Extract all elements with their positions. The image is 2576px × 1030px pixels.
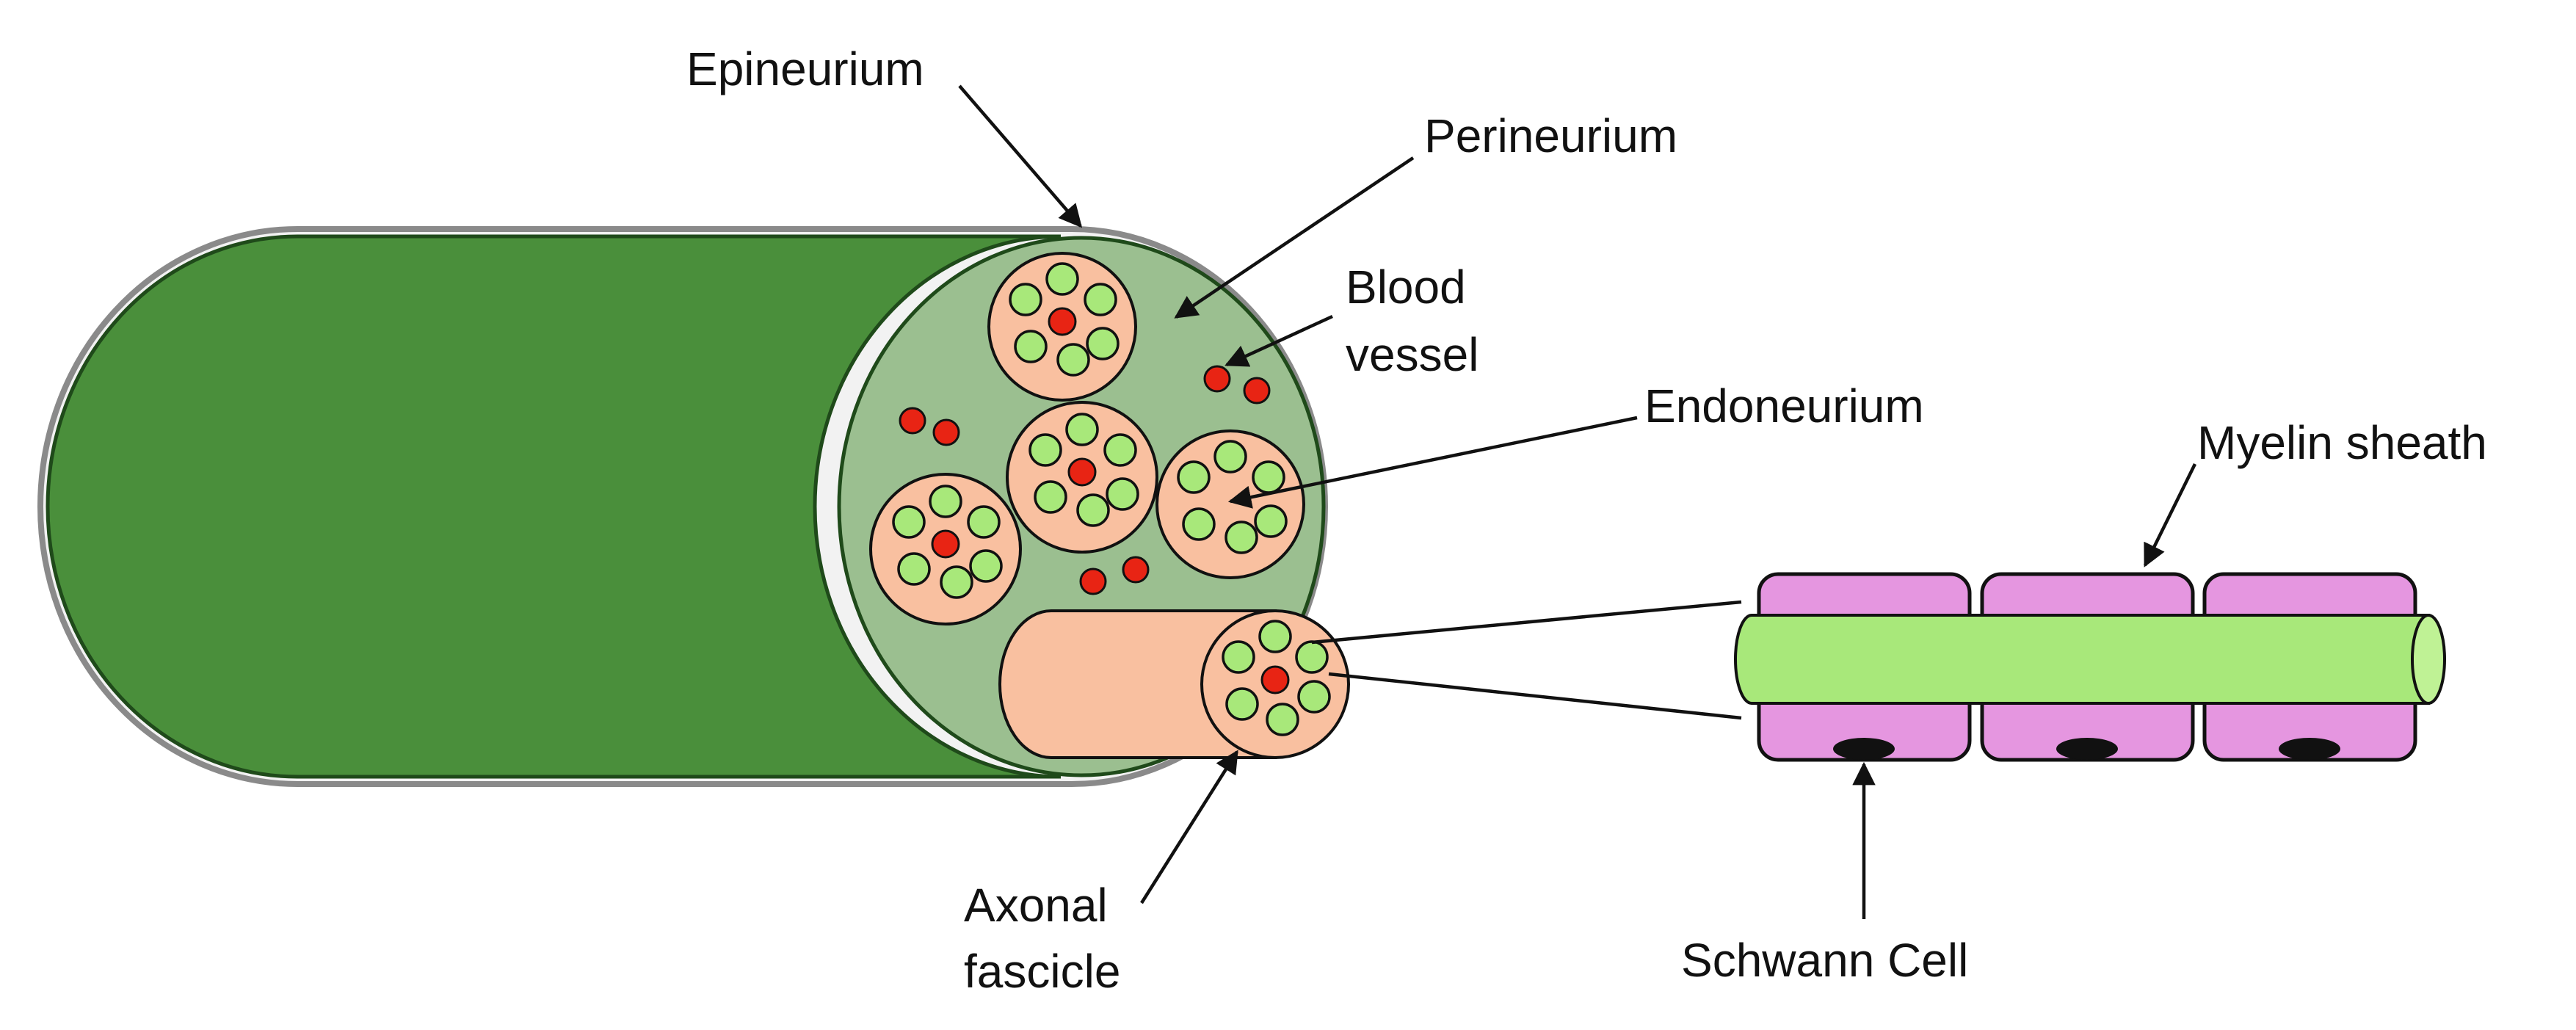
zoom-line-lower bbox=[1328, 672, 1742, 720]
axon bbox=[1258, 620, 1292, 653]
axon bbox=[1009, 283, 1042, 316]
blood-vessel-dot bbox=[899, 407, 926, 435]
axon bbox=[1295, 640, 1329, 674]
zoom-line-upper bbox=[1311, 600, 1742, 645]
axon bbox=[1177, 460, 1211, 494]
blood-vessel-dot bbox=[1079, 567, 1107, 595]
fascicle-cylinder bbox=[998, 609, 1277, 759]
axon bbox=[1014, 330, 1048, 363]
fascicle-right bbox=[1155, 429, 1305, 579]
axon bbox=[897, 552, 931, 586]
fascicle-top bbox=[987, 252, 1137, 402]
labels: Epineurium Perineurium Blood vessel Endo… bbox=[686, 43, 2487, 998]
axon bbox=[1103, 433, 1137, 467]
axon bbox=[969, 549, 1003, 583]
fascicle-blood-vessel bbox=[1067, 457, 1097, 487]
fascicle-end-face bbox=[1200, 609, 1350, 759]
axon bbox=[1222, 640, 1255, 674]
axon bbox=[1213, 440, 1247, 474]
axon bbox=[1086, 327, 1120, 360]
axon bbox=[1076, 493, 1110, 527]
axon bbox=[1252, 460, 1285, 494]
epineurium-pointer bbox=[958, 84, 1083, 228]
myelinated-axon bbox=[1734, 572, 2446, 762]
axon-fiber-end bbox=[2411, 614, 2446, 705]
schwann-nucleus bbox=[1833, 738, 1895, 760]
fascicle-blood-vessel bbox=[1048, 307, 1077, 336]
axonal-fascicle-projection bbox=[998, 609, 1350, 759]
axon bbox=[1084, 283, 1117, 316]
schwann-nucleus bbox=[2056, 738, 2118, 760]
axon-fiber bbox=[1734, 614, 2430, 705]
blood-vessel-dot bbox=[1203, 365, 1231, 393]
axon bbox=[1028, 433, 1062, 467]
schwann-cell-label: Schwann Cell bbox=[1681, 934, 1968, 987]
blood-vessels bbox=[899, 365, 1271, 595]
fascicle-blood-vessel bbox=[931, 529, 960, 559]
axon bbox=[1045, 262, 1079, 296]
axon bbox=[967, 505, 1001, 539]
axon bbox=[1225, 687, 1259, 721]
fascicle-group bbox=[869, 252, 1305, 625]
pointer-arrows bbox=[958, 84, 2197, 919]
axon bbox=[1065, 413, 1099, 446]
axon bbox=[1056, 343, 1090, 377]
blood-vessel-pointer bbox=[1224, 314, 1333, 367]
axonal-fascicle-pointer bbox=[1140, 750, 1238, 904]
fascicle-blood-vessel bbox=[1260, 665, 1290, 694]
nerve-body bbox=[46, 234, 1062, 779]
axon bbox=[929, 485, 962, 518]
endoneurium-label: Endoneurium bbox=[1644, 380, 1924, 432]
axon bbox=[1034, 480, 1067, 514]
axon bbox=[1106, 477, 1139, 511]
myelin-sheath-label: Myelin sheath bbox=[2197, 416, 2487, 469]
axon bbox=[1297, 680, 1331, 714]
blood-vessel-label-line1: Blood bbox=[1346, 261, 1466, 313]
blood-vessel-label-line2: vessel bbox=[1346, 328, 1479, 381]
blood-vessel-dot bbox=[1122, 556, 1150, 584]
endoneurium-pointer bbox=[1227, 416, 1638, 509]
fascicle-middle bbox=[1006, 401, 1158, 554]
axonal-fascicle-label-line1: Axonal bbox=[964, 879, 1108, 932]
axon bbox=[892, 505, 926, 539]
blood-vessel-dot bbox=[932, 418, 960, 446]
axonal-fascicle-label-line2: fascicle bbox=[964, 945, 1120, 998]
myelin-sheath-pointer bbox=[2143, 463, 2197, 567]
axon bbox=[1266, 703, 1299, 736]
axon bbox=[1182, 507, 1216, 541]
perineurium-label: Perineurium bbox=[1424, 109, 1677, 162]
perineurium-pointer bbox=[1174, 156, 1415, 319]
axon bbox=[940, 565, 973, 599]
fascicle-left bbox=[869, 473, 1022, 625]
epineurium-label: Epineurium bbox=[686, 43, 924, 95]
schwann-nucleus bbox=[2279, 738, 2340, 760]
blood-vessel-dot bbox=[1243, 377, 1271, 405]
axon bbox=[1224, 521, 1258, 554]
axon bbox=[1254, 504, 1288, 538]
